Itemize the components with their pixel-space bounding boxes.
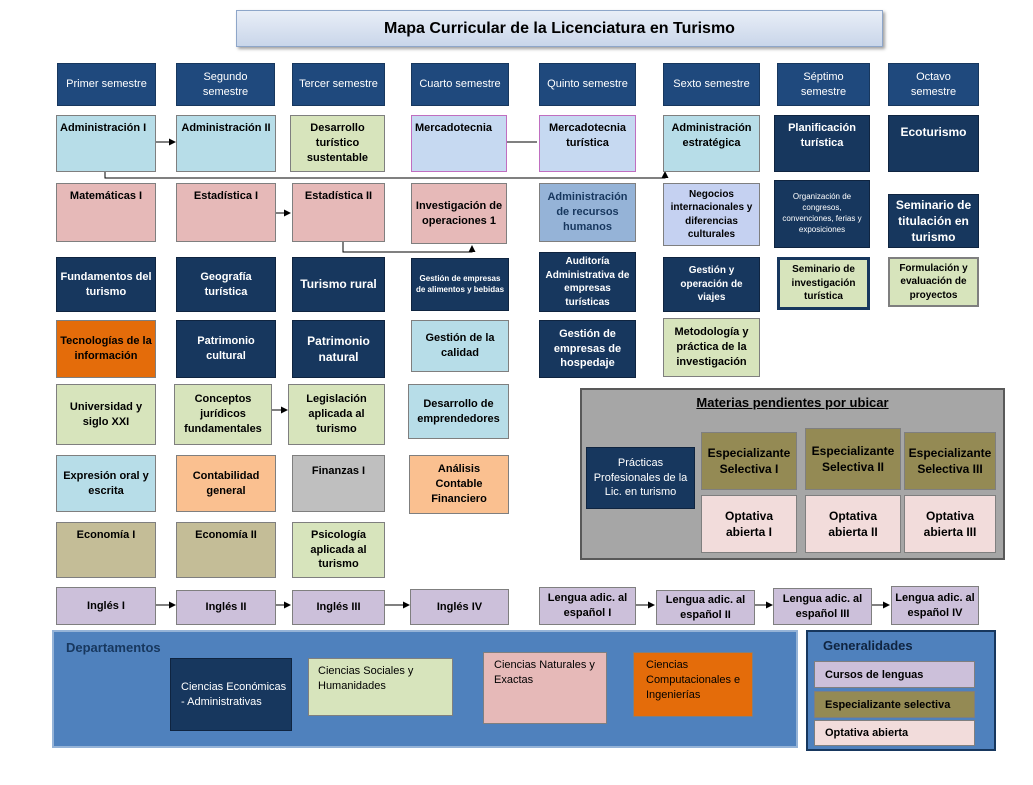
course-conceptos-juridicos: Conceptos jurídicos fundamentales (174, 384, 272, 445)
course-administracion-estrategica: Administración estratégica (663, 115, 760, 172)
course-economia-2: Economía II (176, 522, 276, 578)
course-gestion-viajes: Gestión y operación de viajes (663, 257, 760, 312)
course-ingles-3: Inglés III (292, 590, 385, 625)
semester-header-4: Cuarto semestre (411, 63, 509, 106)
semester-header-2: Segundo semestre (176, 63, 275, 106)
semester-header-6: Sexto semestre (663, 63, 760, 106)
course-mercadotecnia: Mercadotecnia (411, 115, 507, 172)
course-metodologia-investigacion: Metodología y práctica de la investigaci… (663, 318, 760, 377)
course-organizacion-congresos: Organización de congresos, convenciones,… (774, 180, 870, 248)
course-matematicas-1: Matemáticas I (56, 183, 156, 242)
course-formulacion-proyectos: Formulación y evaluación de proyectos (888, 257, 979, 307)
semester-header-7: Séptimo semestre (777, 63, 870, 106)
course-analisis-contable: Análisis Contable Financiero (409, 455, 509, 514)
course-mercadotecnia-turistica: Mercadotecnia turística (539, 115, 636, 172)
legend-optativa: Optativa abierta (814, 720, 975, 746)
department-naturales: Ciencias Naturales y Exactas (483, 652, 607, 724)
course-planificacion-turistica: Planificación turística (774, 115, 870, 172)
course-optativa-1: Optativa abierta I (701, 495, 797, 553)
department-computacionales: Ciencias Computacionales e Ingenierías (633, 652, 753, 717)
course-ingles-2: Inglés II (176, 590, 276, 625)
course-estadistica-1: Estadística I (176, 183, 276, 242)
course-tecnologias-informacion: Tecnologías de la información (56, 320, 156, 378)
course-legislacion-turismo: Legislación aplicada al turismo (288, 384, 385, 445)
course-desarrollo-sustentable: Desarrollo turístico sustentable (290, 115, 385, 172)
course-finanzas-1: Finanzas I (292, 455, 385, 512)
generalities-title: Generalidades (823, 638, 913, 653)
course-estadistica-2: Estadística II (292, 183, 385, 242)
course-recursos-humanos: Administración de recursos humanos (539, 183, 636, 242)
semester-header-1: Primer semestre (57, 63, 156, 106)
course-psicologia-turismo: Psicología aplicada al turismo (292, 522, 385, 578)
semester-header-3: Tercer semestre (292, 63, 385, 106)
departments-title: Departamentos (66, 640, 161, 655)
course-seminario-titulacion: Seminario de titulación en turismo (888, 194, 979, 248)
course-especializante-3: Especializante Selectiva III (904, 432, 996, 490)
course-lengua-2: Lengua adic. al español II (656, 590, 755, 625)
course-patrimonio-natural: Patrimonio natural (292, 320, 385, 378)
course-desarrollo-emprendedores: Desarrollo de emprendedores (408, 384, 509, 439)
course-lengua-4: Lengua adic. al español IV (891, 586, 979, 625)
course-expresion-oral: Expresión oral y escrita (56, 455, 156, 512)
course-universidad-siglo-xxi: Universidad y siglo XXI (56, 384, 156, 445)
pending-subjects-title: Materias pendientes por ubicar (696, 395, 889, 410)
course-investigacion-operaciones: Investigación de operaciones 1 (411, 183, 507, 244)
course-geografia-turistica: Geografía turística (176, 257, 276, 312)
semester-header-8: Octavo semestre (888, 63, 979, 106)
semester-header-5: Quinto semestre (539, 63, 636, 106)
course-practicas-profesionales: Prácticas Profesionales de la Lic. en tu… (586, 447, 695, 509)
course-optativa-3: Optativa abierta III (904, 495, 996, 553)
course-seminario-investigacion: Seminario de investigación turística (777, 257, 870, 310)
course-contabilidad-general: Contabilidad general (176, 455, 276, 512)
course-ingles-1: Inglés I (56, 587, 156, 625)
course-lengua-3: Lengua adic. al español III (773, 588, 872, 625)
course-optativa-2: Optativa abierta II (805, 495, 901, 553)
course-especializante-2: Especializante Selectiva II (805, 428, 901, 490)
arrow-admin-long (104, 171, 669, 179)
course-patrimonio-cultural: Patrimonio cultural (176, 320, 276, 378)
course-administracion-2: Administración II (176, 115, 276, 172)
department-economicas: Ciencias Económicas - Administrativas (170, 658, 292, 731)
course-negocios-internacionales: Negocios internacionales y diferencias c… (663, 183, 760, 246)
department-sociales: Ciencias Sociales y Humanidades (308, 658, 453, 716)
legend-cursos-lenguas: Cursos de lenguas (814, 661, 975, 688)
arrow-estad-io (342, 242, 476, 253)
course-economia-1: Economía I (56, 522, 156, 578)
course-lengua-1: Lengua adic. al español I (539, 587, 636, 625)
course-ingles-4: Inglés IV (410, 589, 509, 625)
course-gestion-alimentos-bebidas: Gestión de empresas de alimentos y bebid… (411, 258, 509, 311)
course-gestion-hospedaje: Gestión de empresas de hospedaje (539, 320, 636, 378)
course-administracion-1: Administración I (56, 115, 156, 172)
legend-especializante: Especializante selectiva (814, 691, 975, 718)
course-turismo-rural: Turismo rural (292, 257, 385, 312)
page-title: Mapa Curricular de la Licenciatura en Tu… (236, 10, 883, 47)
course-especializante-1: Especializante Selectiva I (701, 432, 797, 490)
course-ecoturismo: Ecoturismo (888, 115, 979, 172)
course-fundamentos-turismo: Fundamentos del turismo (56, 257, 156, 312)
course-auditoria-administrativa: Auditoría Administrativa de empresas tur… (539, 252, 636, 312)
course-gestion-calidad: Gestión de la calidad (411, 320, 509, 372)
